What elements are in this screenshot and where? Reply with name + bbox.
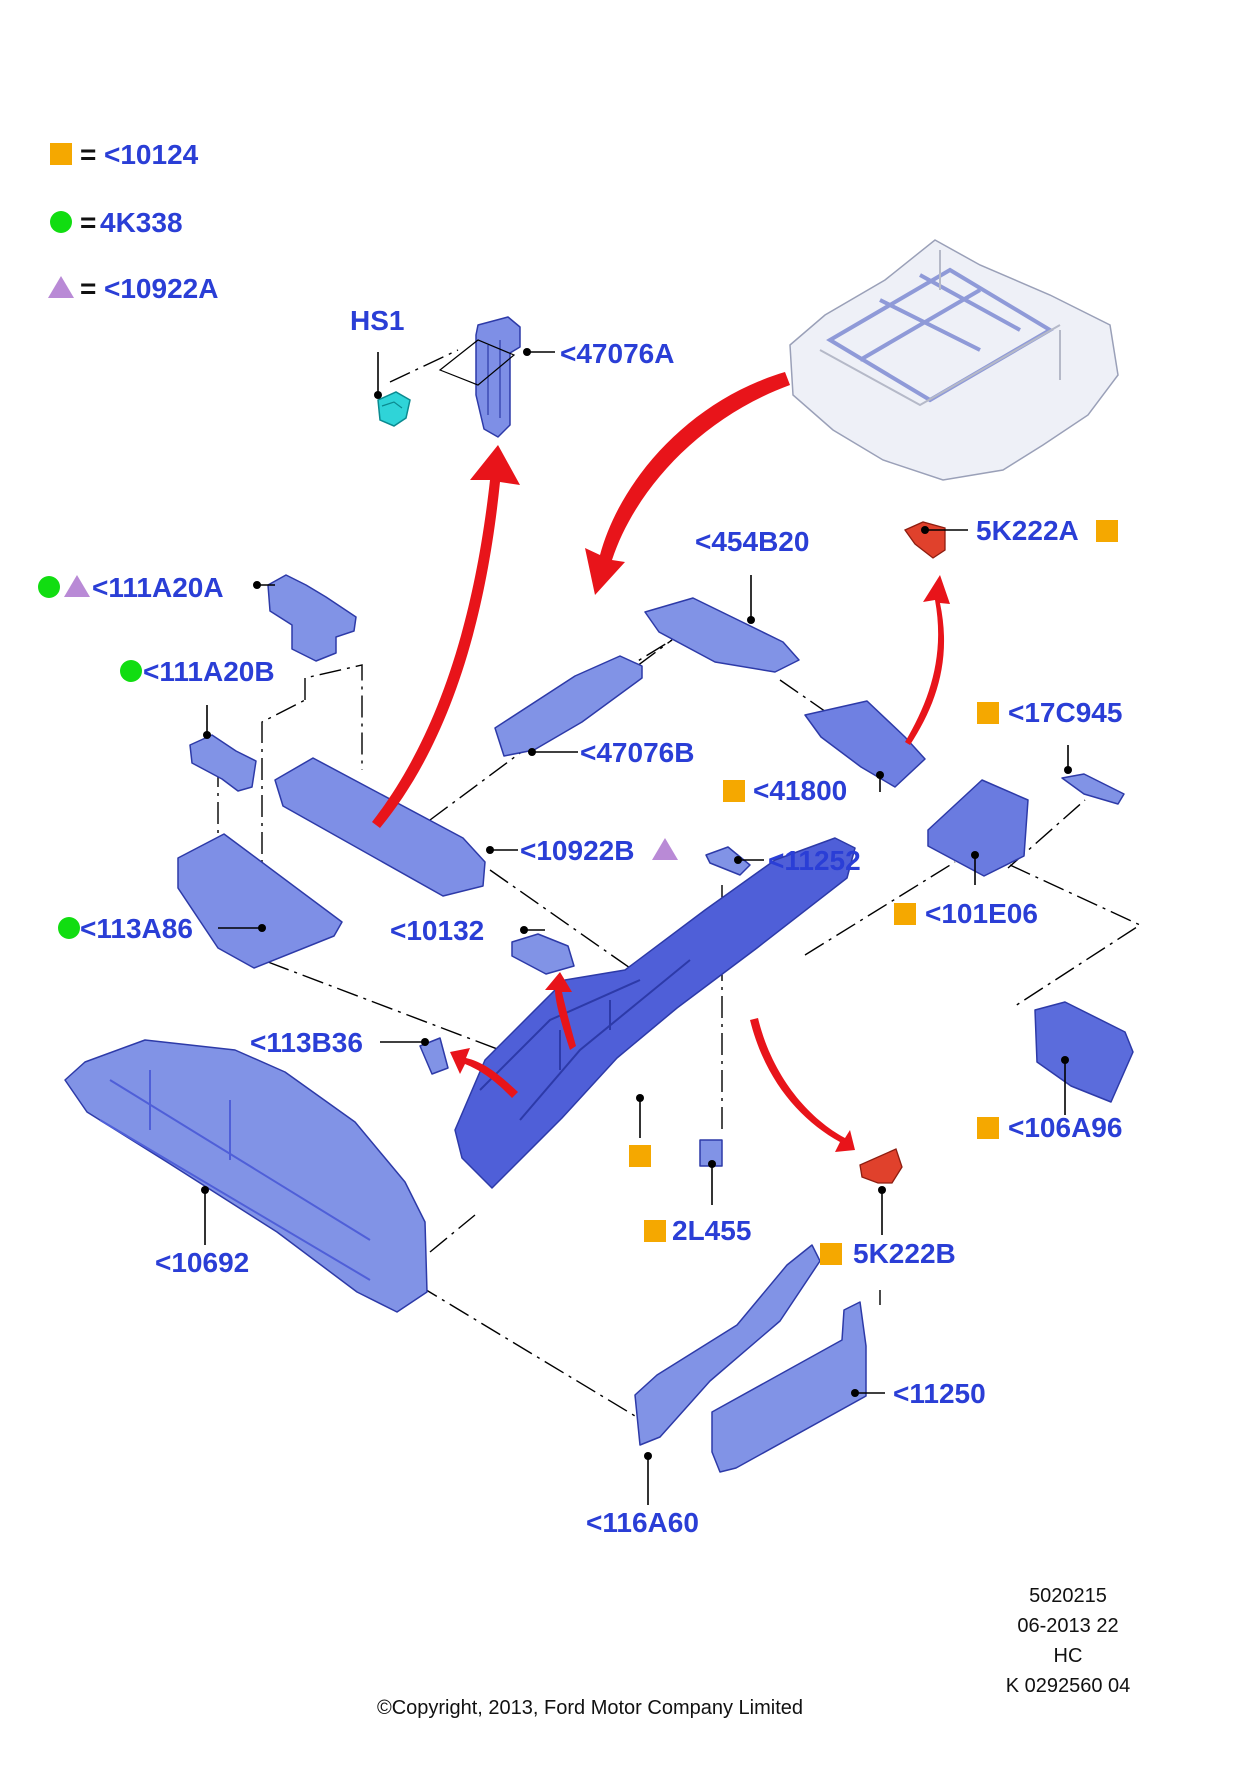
bracket-17c945 [1061,773,1125,805]
bracket-111a20a [267,574,357,662]
rear-frame-assembly [789,239,1119,481]
panel-454b20 [644,597,800,673]
label-116a60: <116A60 [586,1507,699,1538]
clip-5k222a [904,521,946,559]
main-rail-assembly [454,837,856,1189]
clip-11252 [705,846,751,876]
label-10922b: <10922B [520,835,634,866]
label-11250: <11250 [893,1378,986,1409]
legend-triangle-value: <10922A [104,273,218,304]
callout-labels: HS1 <47076A <111A20A <111A20B <454B20 5K… [38,305,1122,1538]
label-10132: <10132 [390,915,484,946]
square-symbol [820,1243,842,1265]
arrow-icon [372,445,520,828]
bracket-101e06 [927,779,1029,877]
label-17c945: <17C945 [1008,697,1122,728]
bracket-106a96 [1034,1001,1134,1103]
copyright: ©Copyright, 2013, Ford Motor Company Lim… [377,1697,803,1719]
label-101e06: <101E06 [925,898,1038,929]
label-113a86: <113A86 [80,913,193,944]
legend: = <10124 = 4K338 = <10922A [48,139,218,304]
label-hs1: HS1 [350,305,404,336]
square-symbol [644,1220,666,1242]
arrow-icon [750,1018,855,1152]
label-111a20a: <111A20A [92,572,224,603]
diagram-date: 06-2013 22 [1017,1615,1118,1637]
square-symbol [629,1145,651,1167]
parts [64,239,1134,1473]
square-symbol [977,1117,999,1139]
circle-symbol [38,576,60,598]
label-47076a: <47076A [560,338,674,369]
channel-113a86 [177,833,343,969]
square-symbol [1096,520,1118,542]
legend-equals: = [80,139,96,170]
label-11252: <11252 [768,845,861,876]
legend-circle-symbol [50,211,72,233]
triangle-symbol [652,838,678,860]
assembly-line [779,679,853,731]
assembly-line [267,961,501,1051]
bracket-47076a [438,316,521,438]
assembly-line [417,1284,651,1426]
bracket-10132 [511,933,575,975]
bracket-113b36 [419,1037,449,1075]
legend-circle-value: 4K338 [100,207,183,238]
hs1-clip [377,391,411,427]
arrow-icon [545,972,576,1050]
legend-triangle-symbol [48,276,74,298]
label-113b36: <113B36 [250,1027,363,1058]
circle-symbol [58,917,80,939]
assembly-line [429,1214,476,1253]
square-symbol [894,903,916,925]
legend-equals: = [80,207,96,238]
label-41800: <41800 [753,775,847,806]
assembly-line [489,869,641,976]
label-111a20b: <111A20B [143,656,275,687]
assembly-line [804,861,956,956]
label-454b20: <454B20 [695,526,809,557]
bracket-47076b [494,655,643,757]
direction-arrows [372,372,950,1152]
diagram-reference: K 0292560 04 [1006,1675,1131,1697]
bracket-111a20b [189,734,257,792]
assembly-line [389,349,459,383]
assembly-line [304,664,363,770]
diagram-region: HC [1054,1645,1083,1667]
label-5k222b: 5K222B [853,1238,956,1269]
footer: 5020215 06-2013 22 HC K 0292560 04 ©Copy… [377,1585,1130,1719]
arrow-icon [450,1048,518,1098]
label-5k222a: 5K222A [976,515,1079,546]
leader-lines [201,348,1072,1505]
diagram-code: 5020215 [1029,1585,1107,1607]
bracket-41800 [804,700,926,788]
label-47076b: <47076B [580,737,694,768]
triangle-symbol [64,575,90,597]
legend-equals: = [80,273,96,304]
square-symbol [977,702,999,724]
circle-symbol [120,660,142,682]
panel-11250 [711,1301,867,1473]
arrow-icon [585,372,790,595]
square-symbol [723,780,745,802]
legend-square-symbol [50,143,72,165]
clip-5k222b [859,1148,903,1184]
label-2l455: 2L455 [672,1215,751,1246]
assembly-line [1009,864,1142,1009]
label-10692: <10692 [155,1247,249,1278]
label-106a96: <106A96 [1008,1112,1122,1143]
arrow-icon [905,575,950,745]
clip-2l455 [699,1139,723,1167]
legend-square-value: <10124 [104,139,199,170]
